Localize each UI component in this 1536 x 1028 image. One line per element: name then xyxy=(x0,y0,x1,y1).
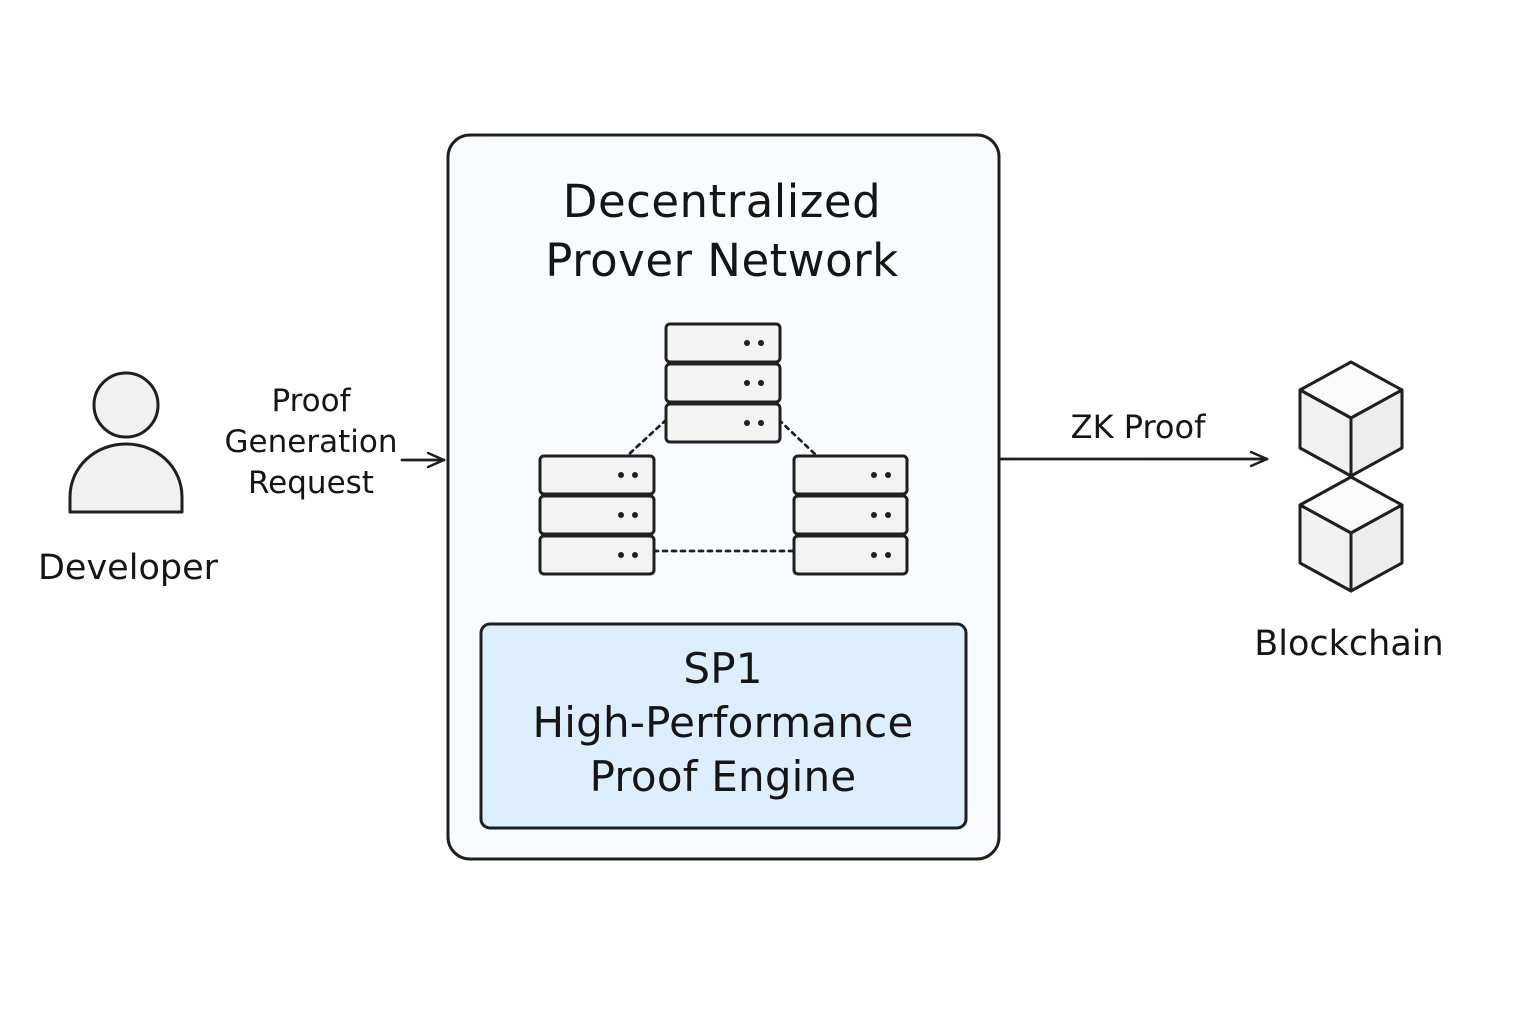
server-stack-top xyxy=(664,322,782,444)
connection-top-left xyxy=(625,418,668,458)
server-stack-left xyxy=(538,454,656,576)
server-indicator-lights xyxy=(618,340,891,558)
zk-proof-label: ZK Proof xyxy=(1070,408,1206,446)
server-unit xyxy=(664,322,782,364)
cube-top xyxy=(1298,360,1404,478)
server-stack-right xyxy=(792,454,909,576)
server-unit xyxy=(792,454,909,496)
sp1-engine-title: SP1 High-Performance Proof Engine xyxy=(482,642,964,804)
server-unit xyxy=(538,494,656,536)
engine-title-line: High-Performance xyxy=(532,698,914,747)
server-unit xyxy=(538,534,656,576)
server-unit xyxy=(792,534,909,576)
connection-top-right xyxy=(777,418,819,458)
cube-bottom xyxy=(1298,475,1404,593)
server-unit xyxy=(792,494,909,536)
developer-label: Developer xyxy=(37,548,218,588)
proof-request-label: Proof Generation Request xyxy=(205,381,417,504)
engine-title-line: SP1 xyxy=(683,644,763,693)
server-unit xyxy=(538,454,656,496)
user-icon xyxy=(68,371,184,514)
blockchain-label: Blockchain xyxy=(1254,624,1444,664)
request-label-line: Generation xyxy=(224,424,398,460)
request-label-line: Proof xyxy=(271,383,351,419)
request-label-line: Request xyxy=(248,465,374,501)
prover-network-title: Decentralized Prover Network xyxy=(470,172,974,290)
network-title-line: Decentralized xyxy=(562,175,882,228)
server-unit xyxy=(664,362,782,404)
server-unit xyxy=(664,402,782,444)
network-title-line: Prover Network xyxy=(545,234,899,287)
sp1-engine-box xyxy=(479,622,968,830)
stacked-cubes-icon xyxy=(1298,360,1404,593)
engine-title-line: Proof Engine xyxy=(589,752,857,801)
network-connections xyxy=(625,418,819,553)
